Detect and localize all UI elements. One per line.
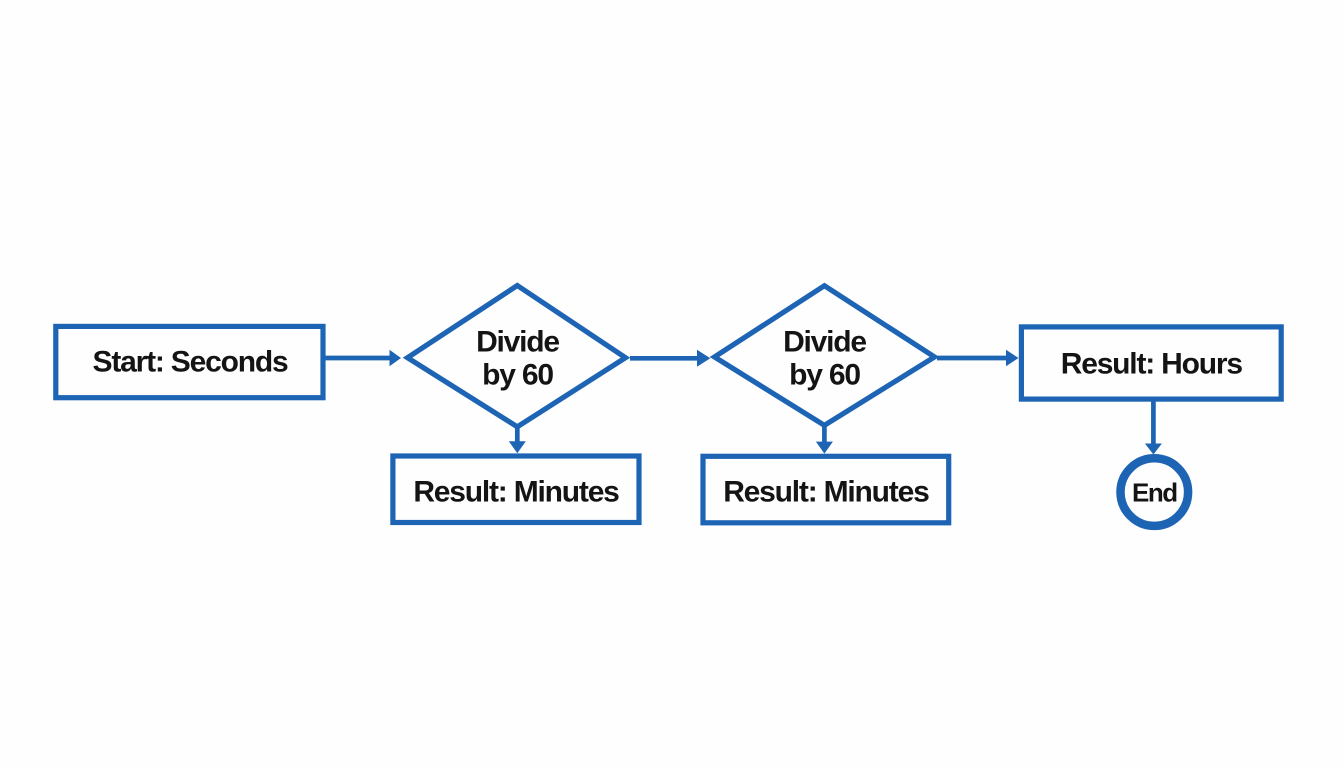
svg-text:Start: Seconds: Start: Seconds — [93, 346, 288, 379]
svg-text:by 60: by 60 — [482, 359, 553, 392]
svg-text:Divide: Divide — [783, 326, 866, 359]
svg-text:Result: Hours: Result: Hours — [1061, 348, 1243, 381]
svg-text:Divide: Divide — [476, 326, 559, 359]
svg-text:End: End — [1132, 478, 1177, 508]
svg-text:by 60: by 60 — [789, 359, 860, 392]
svg-text:Result: Minutes: Result: Minutes — [413, 476, 619, 509]
svg-text:Result: Minutes: Result: Minutes — [723, 476, 929, 509]
